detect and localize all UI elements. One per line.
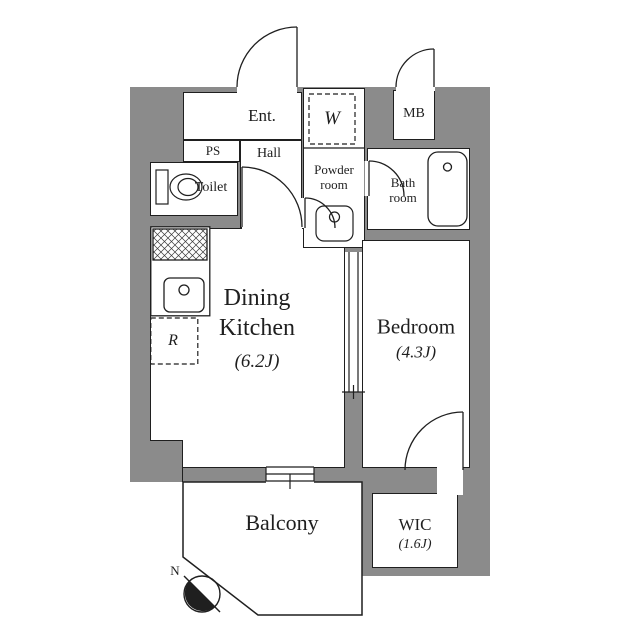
- powder-room-label-line1: Powder: [314, 162, 354, 177]
- dining-kitchen-size: (6.2J): [234, 351, 280, 372]
- powder-room-label-line2: room: [320, 177, 348, 192]
- room-wic: [372, 493, 458, 568]
- refrigerator-label: R: [168, 332, 178, 349]
- wall-corner-pillar: [150, 440, 183, 482]
- wic-label: WIC (1.6J): [398, 514, 431, 554]
- toilet-label: Toilet: [194, 180, 228, 195]
- bedroom-label: Bedroom (4.3J): [377, 314, 455, 365]
- room-pipe-space: [183, 140, 240, 162]
- pipe-space-label: PS: [205, 143, 221, 158]
- meter-box-label: MB: [403, 106, 425, 121]
- wic-label-name: WIC: [398, 515, 432, 534]
- dining-kitchen-label-line2: Kitchen: [219, 315, 295, 341]
- balcony-label: Balcony: [245, 510, 319, 535]
- entrance-label: Ent.: [248, 106, 276, 125]
- hall-label: Hall: [256, 146, 282, 161]
- compass-icon: [183, 575, 221, 613]
- wall-left: [130, 87, 150, 482]
- room-bath: [367, 148, 470, 230]
- wic-size: (1.6J): [398, 537, 432, 552]
- bath-room-label-line1: Bath: [390, 175, 416, 190]
- wall-right: [470, 87, 490, 482]
- dining-kitchen-label-line1: Dining: [223, 285, 291, 311]
- room-meter-box: [393, 90, 435, 140]
- wall-center: [345, 228, 362, 482]
- powder-room-label: Powder room: [314, 162, 354, 192]
- meter-box-door-swing: [395, 48, 435, 88]
- compass-n-label: N: [170, 563, 180, 578]
- bedroom-size: (4.3J): [395, 342, 437, 362]
- bedroom-label-name: Bedroom: [376, 314, 456, 339]
- dining-kitchen-label: Dining Kitchen (6.2J): [219, 283, 295, 375]
- bath-room-label-line2: room: [389, 190, 417, 205]
- entrance-door-swing: [236, 26, 298, 88]
- washer-label: W: [324, 108, 340, 129]
- balcony-outline: [182, 481, 363, 616]
- room-entrance: [183, 92, 302, 140]
- bath-room-label: Bath room: [389, 175, 416, 205]
